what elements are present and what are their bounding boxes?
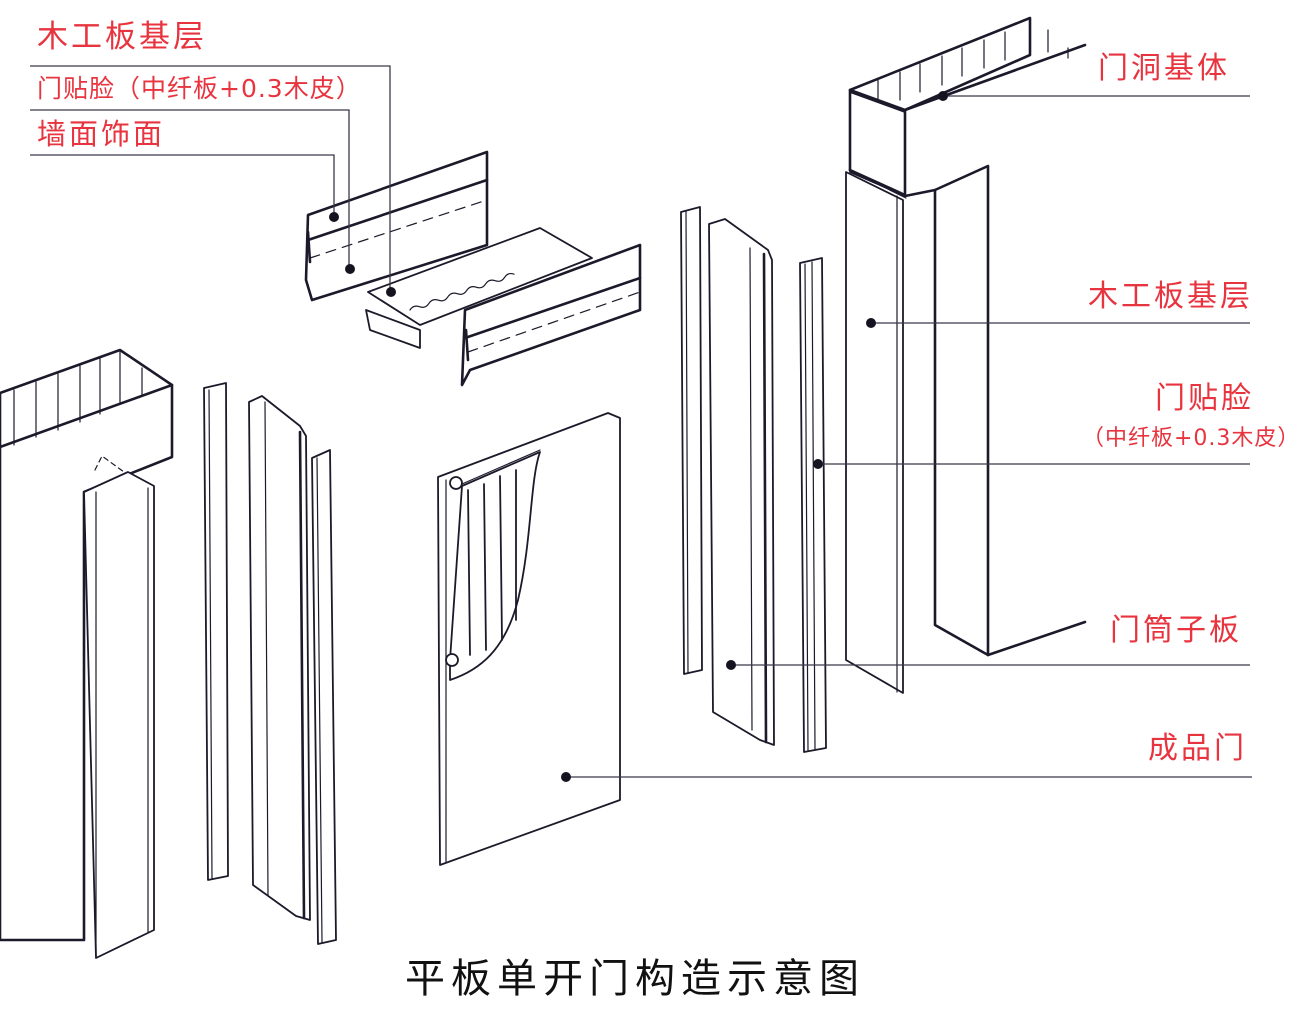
leader-dot — [345, 264, 355, 274]
casing-profile-2 — [708, 218, 775, 746]
label-door-face-left: 门贴脸（中纤板+0.3木皮） — [37, 74, 362, 103]
left-door-jamb-strip — [311, 449, 337, 945]
label-wood-base-right: 木工板基层 — [1088, 279, 1253, 314]
leader-wall-finish — [30, 154, 335, 215]
finished-door-leaf — [437, 412, 621, 866]
leader-dot — [561, 772, 571, 782]
leader-door-face-left — [30, 109, 350, 268]
left-casing-profile-2 — [248, 395, 311, 921]
leader-dot — [386, 287, 396, 297]
label-finished-door: 成品门 — [1148, 731, 1247, 766]
casing-section-right — [460, 243, 642, 387]
door-construction-diagram: 木工板基层 门贴脸（中纤板+0.3木皮） 墙面饰面 门洞基体 木工板基层 门贴脸… — [0, 16, 1299, 1002]
label-door-face-right-note: （中纤板+0.3木皮） — [1082, 426, 1300, 451]
door-jamb-board-strip — [799, 257, 827, 753]
wall-opening-left — [0, 348, 174, 959]
leader-dot — [813, 459, 823, 469]
door-opening-base-top — [848, 16, 1087, 197]
label-wood-base-left: 木工板基层 — [37, 19, 207, 55]
casing-strip-1 — [680, 206, 703, 675]
leader-wood-base-left — [30, 65, 391, 288]
label-door-opening-base: 门洞基体 — [1098, 51, 1230, 86]
wood-base-board-right — [845, 169, 907, 694]
left-casing-strip-1 — [203, 382, 229, 881]
diagram-title: 平板单开门构造示意图 — [405, 956, 865, 1002]
leader-dot — [726, 660, 736, 670]
label-wall-finish: 墙面饰面 — [37, 117, 166, 151]
label-door-face-right: 门贴脸 — [1155, 381, 1254, 416]
casing-section-core — [365, 227, 593, 349]
leader-dot — [329, 212, 339, 222]
diagram-drawing — [0, 16, 1252, 959]
leader-dot — [938, 91, 948, 101]
casing-section-left — [304, 150, 489, 302]
door-opening-base-jamb — [903, 164, 1087, 657]
leader-dot — [866, 318, 876, 328]
label-door-jamb-board: 门筒子板 — [1110, 613, 1242, 648]
